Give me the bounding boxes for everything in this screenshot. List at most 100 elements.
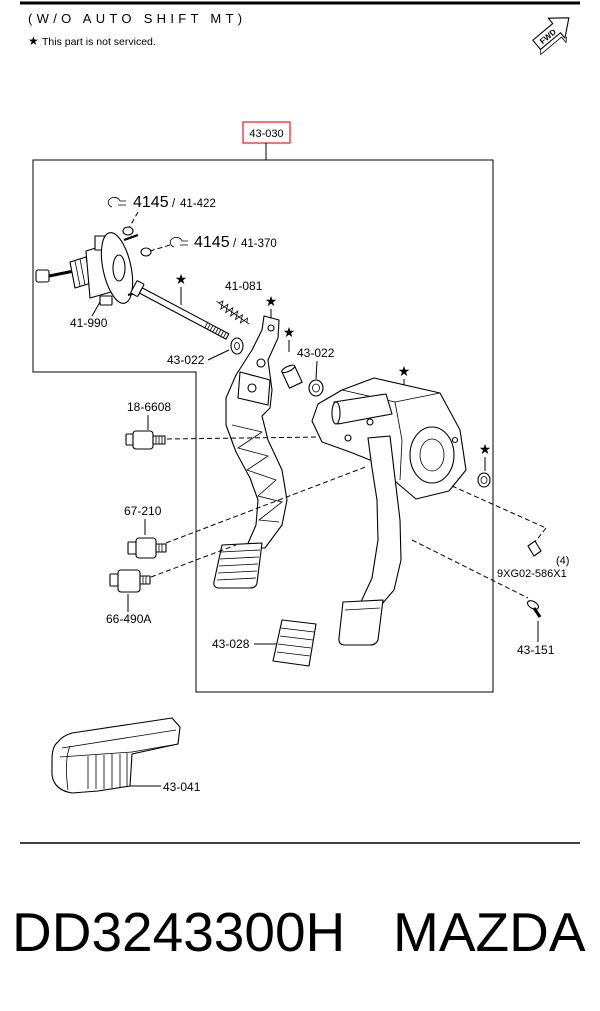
torque-ref-2: 4145 / 41-370 bbox=[149, 234, 277, 252]
switch-middle-label: 67-210 bbox=[124, 504, 162, 518]
switch-top-label: 18-6608 bbox=[127, 400, 171, 414]
switch-body bbox=[117, 569, 141, 593]
bushing-right bbox=[308, 379, 324, 397]
pivot-shaft-end bbox=[331, 401, 341, 425]
stud-nut bbox=[122, 226, 134, 236]
boot-rib bbox=[79, 258, 86, 286]
nut-inner bbox=[480, 476, 488, 484]
switch-thread bbox=[158, 544, 163, 552]
torque-ref-1-code: 4145 bbox=[133, 194, 169, 211]
switch-plunger bbox=[139, 575, 151, 585]
pushrod bbox=[48, 269, 75, 278]
pad-cover-skirt-edge bbox=[59, 743, 179, 758]
brake-pedal bbox=[338, 435, 402, 646]
star-marker: ★ bbox=[398, 364, 411, 380]
pedal-pad-body bbox=[272, 619, 317, 667]
star-marker: ★ bbox=[283, 325, 296, 341]
torque-ref-icon bbox=[169, 236, 188, 248]
clip bbox=[527, 540, 542, 557]
pivot-bolt bbox=[130, 280, 230, 340]
pad-cover-top-edge bbox=[61, 729, 177, 749]
brake-pedal-pad bbox=[338, 599, 384, 646]
switch-middle-dashed bbox=[165, 465, 369, 544]
bushing-left-label: 43-022 bbox=[167, 353, 205, 367]
switch-bottom-label: 66-490A bbox=[106, 612, 151, 626]
pad-ribs bbox=[216, 549, 261, 581]
bushing-inner bbox=[234, 342, 240, 350]
spring-axis bbox=[216, 300, 250, 325]
torque-ref-1: 4145 / 41-422 bbox=[107, 194, 216, 229]
bracket-nut bbox=[477, 472, 491, 488]
return-spring bbox=[216, 300, 250, 325]
spring-label: 41-081 bbox=[225, 279, 263, 293]
footer-part-number: DD3243300H bbox=[12, 901, 345, 963]
clutch-pedal-lattice bbox=[231, 424, 283, 523]
bushing-outer bbox=[308, 379, 324, 397]
flange-bore bbox=[112, 254, 126, 282]
spacer-end bbox=[281, 364, 296, 374]
clevis bbox=[35, 269, 50, 283]
boot-rib bbox=[74, 260, 81, 287]
booster-mount-inner bbox=[419, 438, 445, 472]
spring-coil bbox=[218, 300, 249, 324]
not-serviced-note: This part is not serviced. bbox=[42, 36, 156, 48]
switch-thread bbox=[142, 576, 147, 584]
mount-bolt-label: 43-151 bbox=[517, 643, 555, 657]
star-marker: ★ bbox=[175, 272, 188, 288]
bracket-hole bbox=[366, 418, 374, 426]
pin-hole bbox=[256, 358, 266, 368]
switch-body bbox=[135, 537, 157, 559]
torque-ref-1-part: 41-422 bbox=[180, 198, 216, 210]
clip-dashed bbox=[451, 485, 547, 529]
bolt-thread bbox=[204, 322, 227, 338]
torque-ref-2-separator: / bbox=[233, 238, 237, 250]
brake-pad-edge bbox=[344, 607, 381, 611]
clip-label: 9XG02-586X1 bbox=[497, 568, 567, 580]
bracket-edge bbox=[394, 401, 403, 481]
booster-mount bbox=[409, 426, 455, 484]
pedal-pad-label: 43-028 bbox=[212, 637, 250, 651]
not-serviced-star: ★ bbox=[28, 34, 39, 48]
switch-bottom-dashed bbox=[150, 544, 237, 578]
clip-qty-label: (4) bbox=[556, 555, 569, 567]
clevis-hole bbox=[247, 383, 257, 393]
bushing-left-leader bbox=[207, 349, 230, 361]
pedal-pad-part bbox=[272, 619, 317, 667]
bushing-left bbox=[230, 337, 244, 355]
clutch-pedal bbox=[213, 315, 288, 589]
pad-cover bbox=[51, 717, 181, 794]
torque-ref-2-leader bbox=[149, 244, 171, 252]
assembly-outline bbox=[32, 159, 494, 693]
switch-bottom bbox=[109, 569, 151, 593]
switch-middle bbox=[127, 537, 167, 559]
pad-cover-label: 43-041 bbox=[163, 780, 201, 794]
mount-bolt-shank bbox=[532, 607, 542, 618]
star-marker: ★ bbox=[479, 442, 492, 458]
switch-top-dashed bbox=[166, 436, 321, 440]
nut-outer bbox=[477, 472, 491, 488]
bushing-right-label: 43-022 bbox=[297, 346, 335, 360]
master-cylinder-label: 41-990 bbox=[70, 316, 108, 330]
cylinder-nut bbox=[99, 295, 113, 306]
star-marker: ★ bbox=[265, 294, 278, 310]
pedal-pad-ribs bbox=[276, 627, 315, 657]
stud-nut bbox=[140, 247, 152, 257]
switch-body bbox=[132, 430, 154, 450]
bushing-outer bbox=[230, 337, 244, 355]
bolt-shank bbox=[138, 287, 230, 340]
assembly-label: 43-030 bbox=[249, 128, 283, 140]
bushing-inner bbox=[312, 383, 320, 393]
master-cylinder bbox=[35, 226, 152, 306]
torque-ref-2-part: 41-370 bbox=[241, 238, 277, 250]
torque-ref-1-separator: / bbox=[172, 198, 176, 210]
fwd-arrow-body bbox=[532, 17, 570, 51]
pivot-hole bbox=[267, 324, 275, 332]
diagram-title: (W/O AUTO SHIFT MT) bbox=[28, 11, 246, 26]
switch-plunger bbox=[155, 543, 167, 553]
fwd-arrow-icon: FWD bbox=[532, 17, 570, 56]
clip-dashed bbox=[534, 527, 547, 543]
torque-ref-1-leader bbox=[128, 211, 139, 229]
mount-bolt bbox=[526, 600, 542, 618]
spacer bbox=[281, 364, 303, 389]
